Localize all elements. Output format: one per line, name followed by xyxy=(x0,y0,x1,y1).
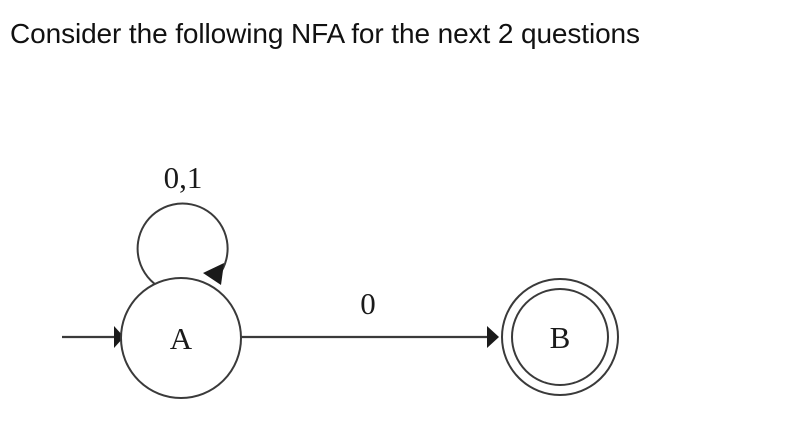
state-a-circle xyxy=(120,277,242,399)
transition-arrow-head xyxy=(487,326,499,348)
start-arrow xyxy=(62,326,124,348)
state-b-inner-circle xyxy=(511,288,609,386)
state-b-label: B xyxy=(550,320,571,355)
page-title: Consider the following NFA for the next … xyxy=(10,18,640,49)
state-a: A xyxy=(120,277,242,399)
transition-a-to-a: 0,1 xyxy=(136,160,229,289)
transition-label-a-b: 0 xyxy=(360,286,376,321)
self-loop-arrow-head xyxy=(203,263,224,285)
state-b: B xyxy=(501,278,619,396)
state-a-label: A xyxy=(170,321,193,356)
transition-label-a-a: 0,1 xyxy=(164,160,203,195)
start-arrow-head xyxy=(114,326,124,348)
transition-a-to-b: 0 xyxy=(241,286,499,348)
self-loop-path xyxy=(136,202,229,289)
